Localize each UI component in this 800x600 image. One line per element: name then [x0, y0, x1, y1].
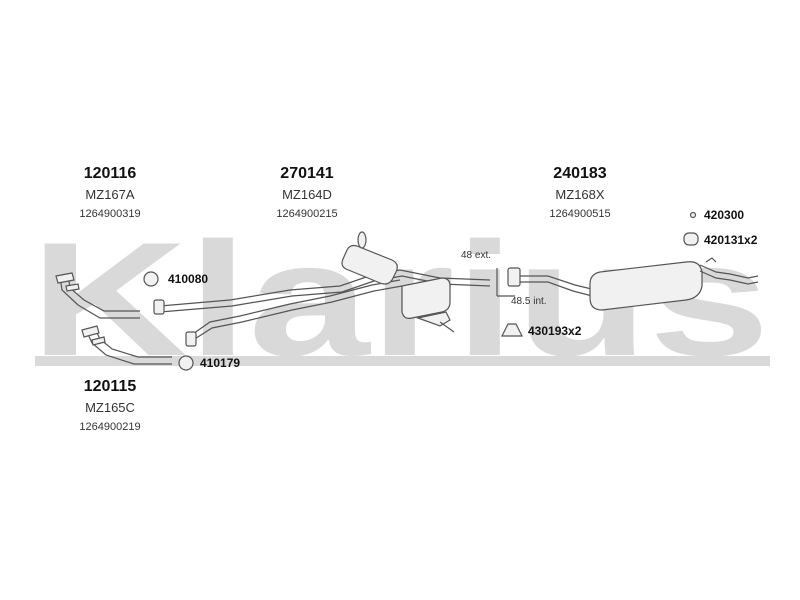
- part-label-240183: 240183 MZ168X 1264900515: [549, 165, 610, 220]
- watermark-underline: [35, 356, 770, 366]
- center-pipe-270141: [159, 231, 491, 343]
- part-model: MZ164D: [282, 187, 332, 202]
- part-model: MZ168X: [555, 187, 604, 202]
- part-label-120116: 120116 MZ167A 1264900319: [79, 165, 140, 220]
- part-oe-number: 1264900215: [276, 208, 337, 220]
- hardware-420300: 420300: [689, 208, 744, 222]
- center-silencer: [401, 277, 451, 319]
- dimension-ext: 48 ext.: [461, 250, 491, 261]
- clamp-front-upper: [153, 299, 165, 315]
- hardware-label: 420300: [704, 208, 744, 222]
- hardware-410179: 410179: [178, 355, 240, 371]
- downpipe-120116: [55, 272, 140, 319]
- part-number: 240183: [553, 165, 606, 182]
- part-number: 270141: [280, 165, 333, 182]
- ring-gasket-icon: [178, 355, 194, 371]
- part-model: MZ165C: [85, 400, 135, 415]
- part-oe-number: 1264900319: [79, 208, 140, 220]
- part-label-270141: 270141 MZ164D 1264900215: [276, 165, 337, 220]
- dimension-int: 48.5 int.: [511, 296, 547, 307]
- clamp-front-lower: [185, 331, 197, 347]
- hardware-430193: 430193x2: [501, 323, 582, 338]
- part-label-120115: 120115 MZ165C 1264900219: [79, 378, 140, 433]
- hardware-label: 430193x2: [528, 324, 582, 338]
- clamp-icon: [501, 323, 523, 337]
- front-silencer: [341, 244, 398, 285]
- hardware-420131: 420131x2: [683, 232, 758, 247]
- hardware-label: 420131x2: [704, 233, 758, 247]
- part-oe-number: 1264900219: [79, 421, 140, 433]
- pipe-joint-marker: 48 ext. 48.5 int.: [461, 250, 547, 307]
- ring-gasket-icon: [143, 271, 159, 287]
- hardware-label: 410080: [168, 272, 208, 286]
- downpipe-120115: [81, 325, 172, 365]
- rear-silencer-box: [589, 261, 703, 311]
- part-number: 120116: [84, 165, 137, 182]
- rear-silencer-240183: [520, 257, 759, 311]
- part-oe-number: 1264900515: [549, 208, 610, 220]
- part-number: 120115: [84, 378, 137, 395]
- hardware-label: 410179: [200, 356, 240, 370]
- part-model: MZ167A: [85, 187, 134, 202]
- rubber-mount-icon: [683, 232, 699, 246]
- bolt-icon: [689, 211, 697, 219]
- hardware-410080: 410080: [143, 271, 208, 287]
